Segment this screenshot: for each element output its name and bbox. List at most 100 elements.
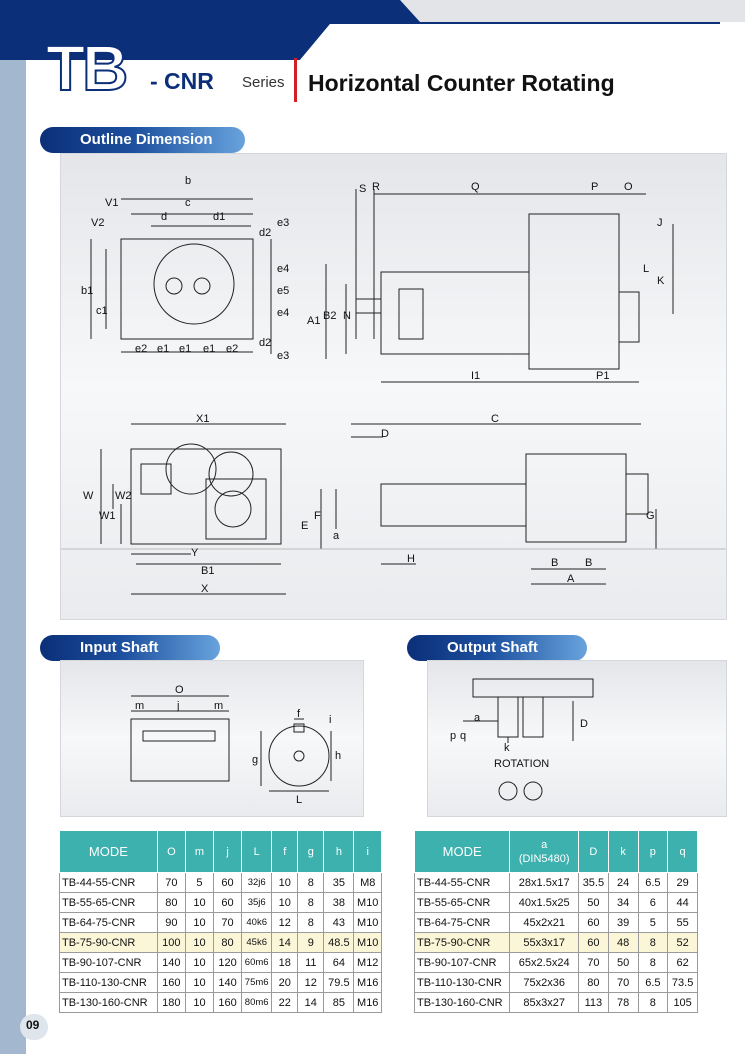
- value-cell: 70: [578, 952, 609, 973]
- value-cell: 11: [297, 952, 325, 973]
- dim-c: c: [185, 197, 191, 209]
- output-dim-d: D: [580, 718, 588, 730]
- value-cell: 38: [323, 892, 355, 913]
- dim-s: S: [359, 183, 366, 195]
- value-cell: 22: [271, 992, 299, 1013]
- value-cell: 29: [667, 872, 698, 893]
- dim-w1: W1: [99, 510, 116, 522]
- header-band: [0, 0, 745, 60]
- col-h: h: [323, 830, 355, 873]
- value-cell: 40x1.5x25: [509, 892, 580, 913]
- value-cell: 45k6: [241, 932, 273, 953]
- value-cell: 5: [637, 912, 669, 933]
- dim-a-base: A: [567, 573, 575, 585]
- value-cell: 55x3x17: [509, 932, 580, 953]
- outline-dimension-panel: b c V1 V2 d d1 d2 e3 e4 e5 e4 d2 e3 b1 c…: [60, 153, 727, 620]
- value-cell: 140: [156, 952, 186, 973]
- value-cell: 100: [156, 932, 186, 953]
- col-i: i: [353, 830, 382, 873]
- value-cell: 52: [667, 932, 698, 953]
- col-d: D: [578, 830, 609, 873]
- value-cell: 10: [184, 892, 215, 913]
- dim-v1: V1: [105, 197, 118, 209]
- value-cell: 20: [271, 972, 299, 993]
- value-cell: 85: [323, 992, 355, 1013]
- dim-f: F: [314, 510, 321, 522]
- dim-e1-a: e1: [157, 343, 169, 355]
- value-cell: M12: [353, 952, 382, 973]
- value-cell: 73.5: [667, 972, 698, 993]
- value-cell: 10: [271, 872, 299, 893]
- input-dim-l: L: [296, 794, 302, 806]
- value-cell: 70: [607, 972, 639, 993]
- value-cell: 50: [578, 892, 609, 913]
- dim-d: d: [161, 211, 167, 223]
- col-f: f: [271, 830, 299, 873]
- dim-e4-bottom: e4: [277, 307, 289, 319]
- value-cell: 28x1.5x17: [509, 872, 580, 893]
- value-cell: 70: [156, 872, 186, 893]
- col-mode: MODE: [413, 830, 511, 873]
- dim-e1-c: e1: [203, 343, 215, 355]
- input-dim-m-right: m: [214, 700, 223, 712]
- model-cell: TB-64-75-CNR: [59, 912, 158, 933]
- dim-d2-bottom: d2: [259, 337, 271, 349]
- model-cell: TB-44-55-CNR: [59, 872, 158, 893]
- value-cell: M8: [353, 872, 382, 893]
- col-g: g: [297, 830, 325, 873]
- value-cell: 10: [184, 912, 215, 933]
- dim-b1: b1: [81, 285, 93, 297]
- col-din-standard: (DIN5480): [518, 852, 570, 865]
- value-cell: 105: [667, 992, 698, 1013]
- brand-logo: TB: [45, 32, 129, 104]
- value-cell: 55: [667, 912, 698, 933]
- col-m: m: [184, 830, 215, 873]
- value-cell: 80m6: [241, 992, 273, 1013]
- col-p: p: [637, 830, 669, 873]
- dim-c-front: C: [491, 413, 499, 425]
- model-cell: TB-55-65-CNR: [59, 892, 158, 913]
- value-cell: 60: [578, 912, 609, 933]
- value-cell: 75x2x36: [509, 972, 580, 993]
- value-cell: 24: [607, 872, 639, 893]
- value-cell: 79.5: [323, 972, 355, 993]
- value-cell: 35.5: [578, 872, 609, 893]
- value-cell: 9: [297, 932, 325, 953]
- dim-e: E: [301, 520, 308, 532]
- value-cell: 160: [156, 972, 186, 993]
- col-a-din: a (DIN5480): [509, 830, 580, 873]
- value-cell: 160: [212, 992, 243, 1013]
- value-cell: 12: [297, 972, 325, 993]
- value-cell: 62: [667, 952, 698, 973]
- value-cell: M10: [353, 912, 382, 933]
- dim-b-left: B: [551, 557, 558, 569]
- col-mode: MODE: [59, 830, 158, 873]
- model-cell: TB-130-160-CNR: [59, 992, 158, 1013]
- value-cell: 40k6: [241, 912, 273, 933]
- dim-h: H: [407, 553, 415, 565]
- dim-o: O: [624, 181, 633, 193]
- model-cell: TB-44-55-CNR: [413, 872, 511, 893]
- page-number-badge: [20, 1014, 48, 1040]
- page-title: Horizontal Counter Rotating: [308, 70, 615, 96]
- value-cell: 120: [212, 952, 243, 973]
- value-cell: 34: [607, 892, 639, 913]
- value-cell: 80: [156, 892, 186, 913]
- value-cell: M16: [353, 992, 382, 1013]
- value-cell: 10: [184, 932, 215, 953]
- value-cell: 5: [184, 872, 215, 893]
- value-cell: 8: [637, 992, 669, 1013]
- dim-d1: d1: [213, 211, 225, 223]
- value-cell: 8: [297, 872, 325, 893]
- value-cell: 12: [271, 912, 299, 933]
- output-shaft-drawing: a p q D k ROTATION: [450, 678, 594, 801]
- value-cell: 64: [323, 952, 355, 973]
- dim-n: N: [343, 310, 351, 322]
- input-dim-h: h: [335, 750, 341, 762]
- dim-w: W: [83, 490, 94, 502]
- dim-l: L: [643, 263, 649, 275]
